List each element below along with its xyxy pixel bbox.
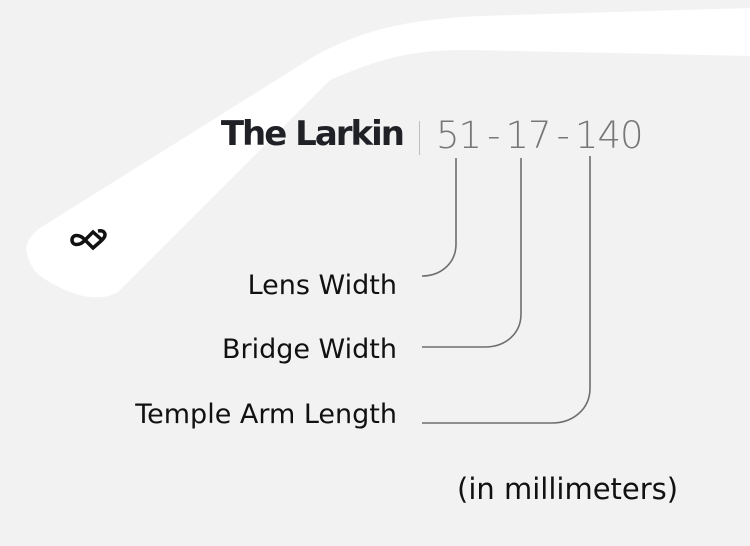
temple-arm-shape	[26, 8, 750, 298]
leader-line-bridge-width	[422, 158, 522, 348]
brand-logo-icon	[70, 229, 107, 251]
lens-width-value: 51	[436, 114, 482, 157]
lens-width-label: Lens Width	[247, 270, 397, 301]
temple-arm-length-value: 140	[574, 114, 644, 157]
unit-note: (in millimeters)	[457, 472, 679, 506]
frame-name: The Larkin	[220, 114, 405, 154]
frame-measurements: 51-17-140	[436, 114, 644, 157]
leader-line-lens-width	[421, 158, 457, 277]
temple-arm-length-label: Temple Arm Length	[135, 399, 397, 430]
dash-separator: -	[556, 114, 570, 157]
bridge-width-label: Bridge Width	[221, 334, 397, 365]
dash-separator: -	[487, 114, 500, 157]
title-divider	[419, 121, 420, 155]
leader-line-temple-arm-length	[422, 156, 591, 424]
bridge-width-value: 17	[505, 114, 551, 157]
